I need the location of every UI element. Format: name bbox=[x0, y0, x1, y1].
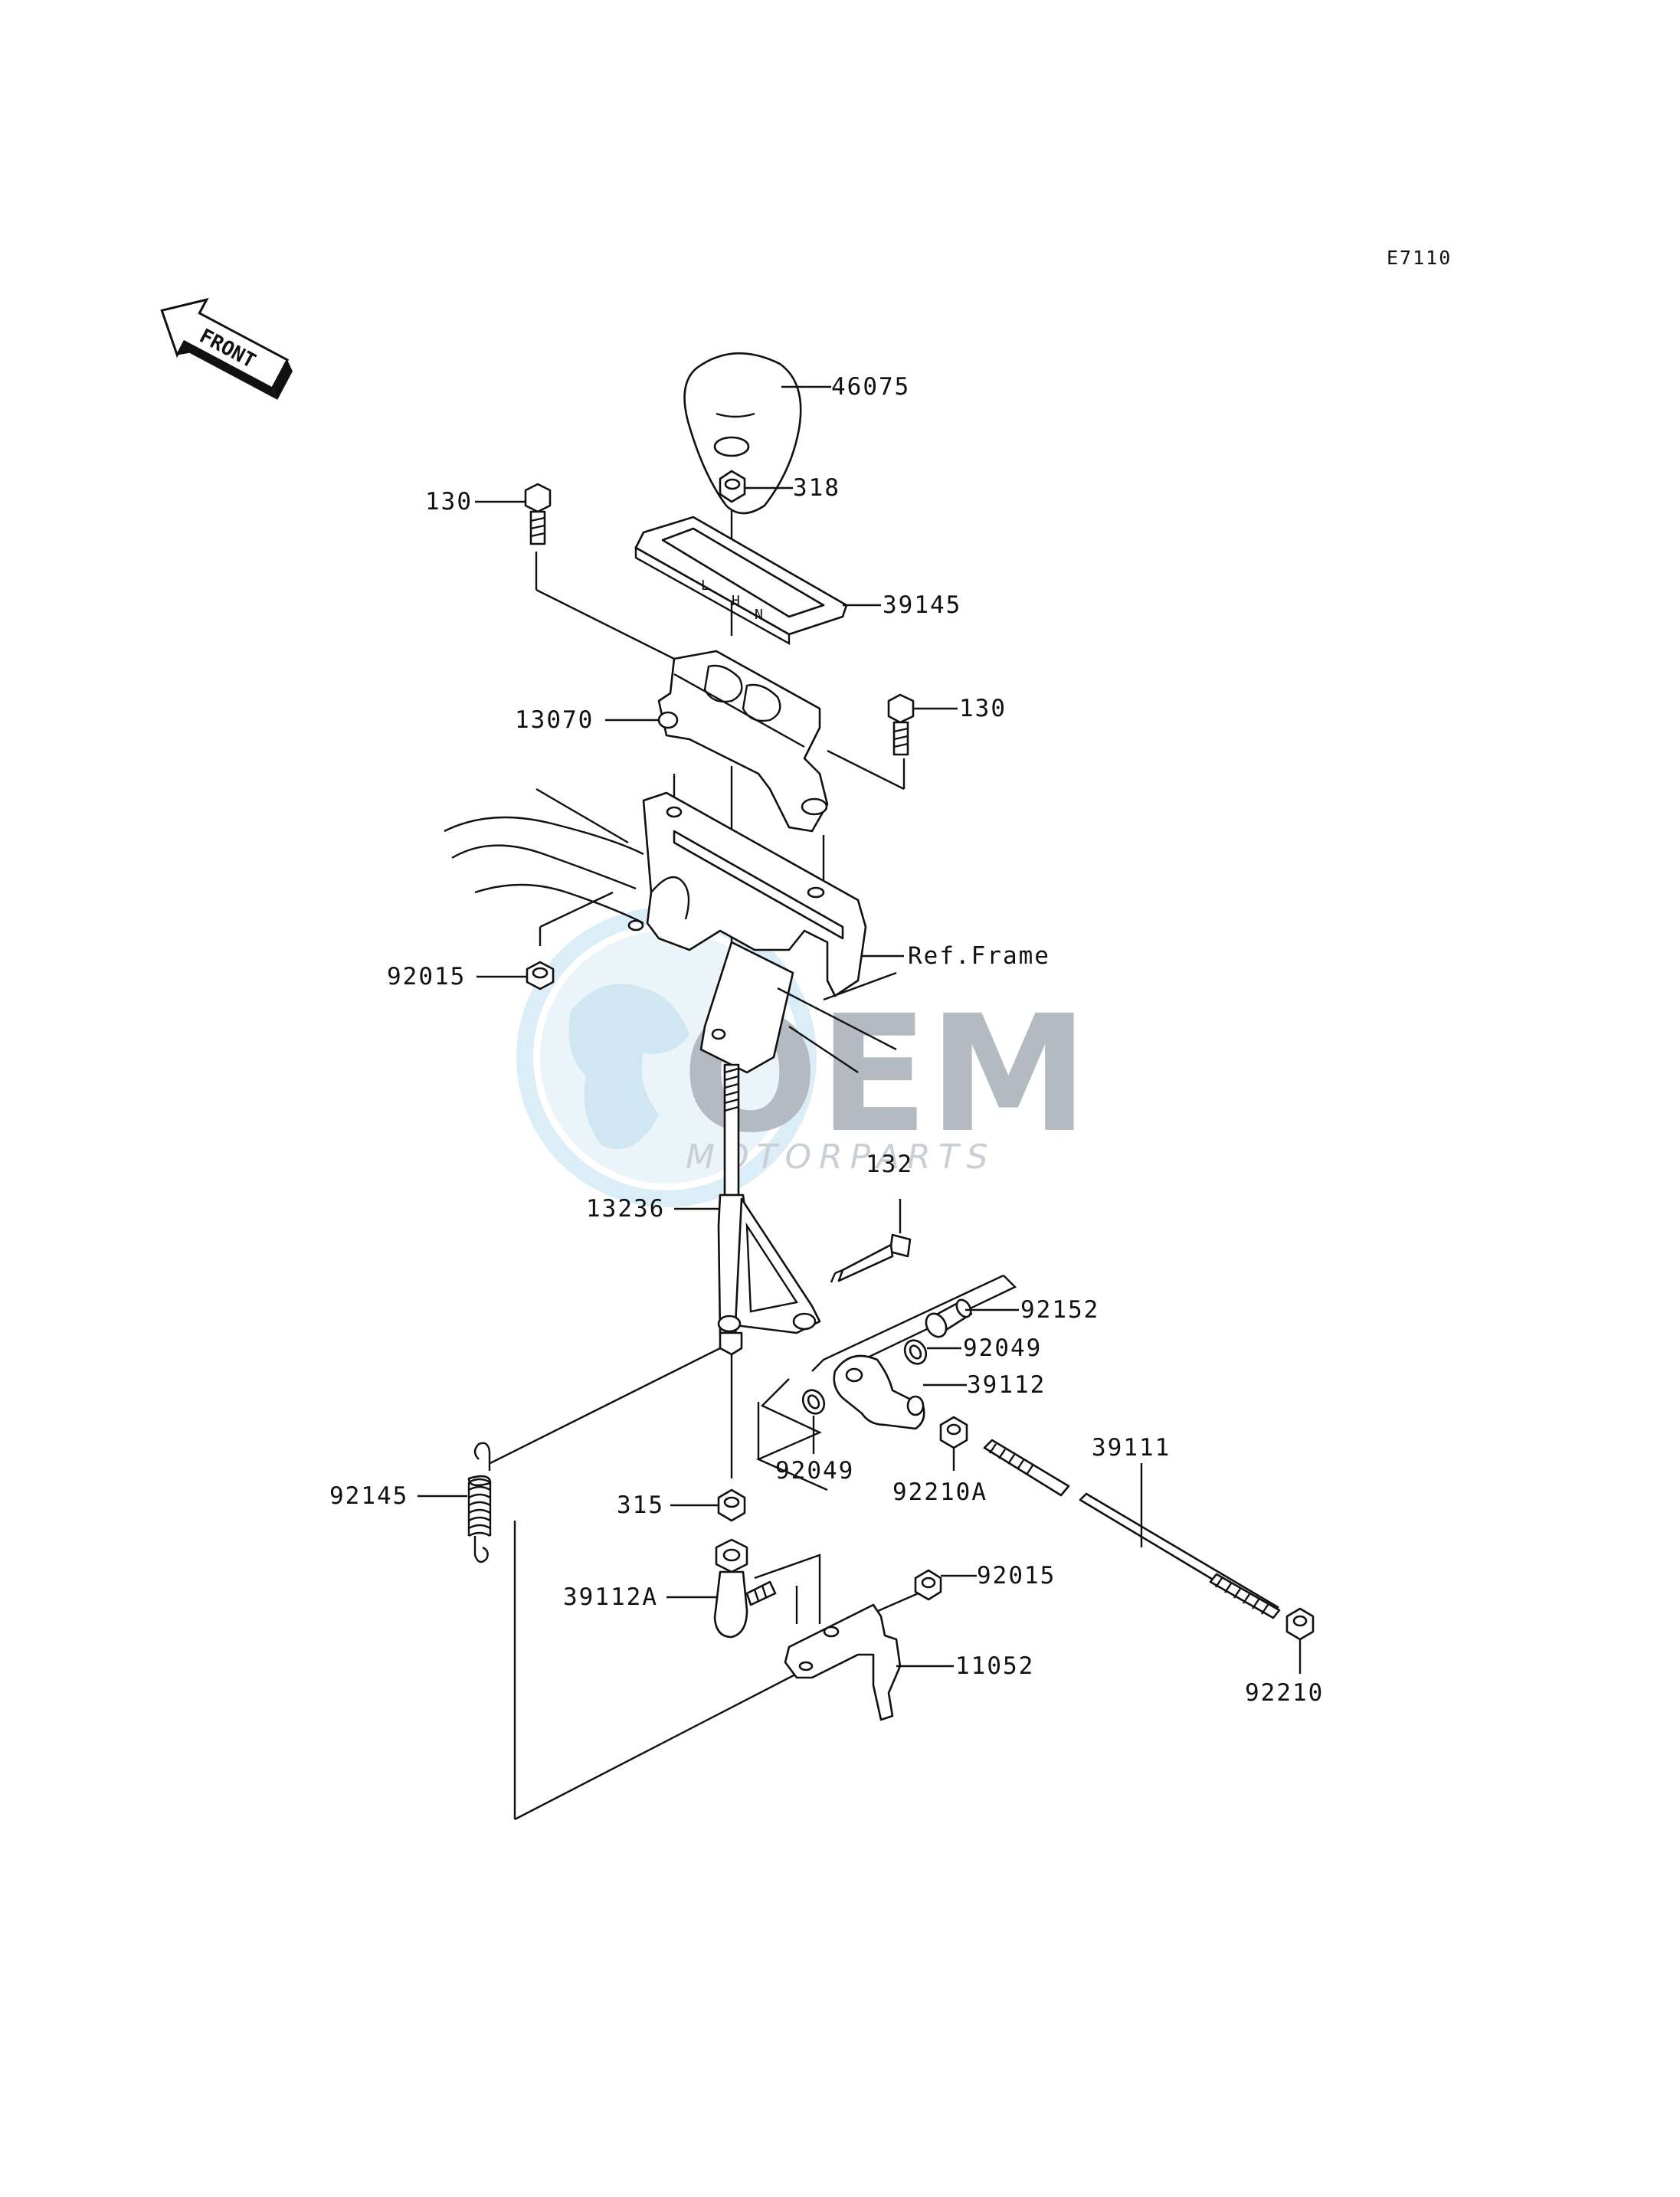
label-130-right: 130 bbox=[959, 695, 1007, 722]
shift-lever-13236 bbox=[717, 1063, 821, 1356]
label-92015-left: 92015 bbox=[387, 963, 466, 990]
label-13070: 13070 bbox=[515, 706, 594, 734]
label-11052: 11052 bbox=[955, 1652, 1034, 1680]
label-92152: 92152 bbox=[1020, 1296, 1099, 1324]
label-318: 318 bbox=[793, 474, 840, 502]
nut-92210 bbox=[1285, 1607, 1315, 1641]
nut-318 bbox=[719, 470, 746, 503]
label-92015-lower: 92015 bbox=[977, 1562, 1056, 1590]
label-315: 315 bbox=[617, 1491, 664, 1519]
svg-text:H: H bbox=[732, 593, 740, 609]
cover-13070 bbox=[657, 650, 829, 833]
callouts: 46075 318 130 39145 13070 130 Ref.Frame … bbox=[329, 373, 1324, 1707]
front-arrow-icon: FRONT bbox=[160, 297, 293, 400]
svg-text:N: N bbox=[755, 607, 763, 623]
spring-92145 bbox=[467, 1442, 492, 1563]
washer-92049-upper bbox=[903, 1339, 928, 1365]
label-13236: 13236 bbox=[586, 1195, 665, 1223]
collar-92152 bbox=[925, 1298, 973, 1338]
reference-frame bbox=[444, 787, 897, 1074]
label-92210A: 92210A bbox=[892, 1478, 987, 1506]
nut-92210A bbox=[939, 1416, 968, 1449]
bolt-130-right bbox=[887, 693, 915, 756]
ball-joint-39112A bbox=[713, 1538, 777, 1639]
nut-92015-lower bbox=[914, 1569, 942, 1601]
bolt-132 bbox=[830, 1233, 912, 1283]
svg-text:L: L bbox=[701, 578, 709, 594]
watermark-continent bbox=[568, 984, 689, 1149]
diagram-code: E7110 bbox=[1387, 247, 1452, 269]
label-92210: 92210 bbox=[1245, 1679, 1324, 1707]
label-39111: 39111 bbox=[1092, 1434, 1171, 1462]
shift-knob-46075 bbox=[683, 352, 802, 515]
label-92049-lower: 92049 bbox=[775, 1457, 854, 1485]
leader-lines bbox=[490, 509, 1017, 1821]
label-92145: 92145 bbox=[329, 1482, 408, 1510]
label-132: 132 bbox=[866, 1151, 913, 1178]
label-92049-upper: 92049 bbox=[963, 1334, 1042, 1362]
nut-92015-left bbox=[526, 961, 555, 990]
label-39112: 39112 bbox=[967, 1371, 1046, 1399]
bracket-11052 bbox=[784, 1603, 902, 1721]
label-ref-frame: Ref.Frame bbox=[908, 942, 1050, 970]
label-39145: 39145 bbox=[883, 591, 961, 619]
nut-315 bbox=[717, 1488, 746, 1522]
label-130-left: 130 bbox=[425, 488, 473, 516]
gate-plate-39145: L H N bbox=[634, 516, 848, 646]
washer-92049-lower bbox=[801, 1389, 826, 1415]
ball-joint-39112 bbox=[833, 1354, 925, 1430]
shift-rod-39111 bbox=[983, 1439, 1281, 1619]
label-39112A: 39112A bbox=[563, 1583, 658, 1611]
label-46075: 46075 bbox=[831, 373, 910, 401]
bolt-130-left bbox=[524, 483, 552, 545]
